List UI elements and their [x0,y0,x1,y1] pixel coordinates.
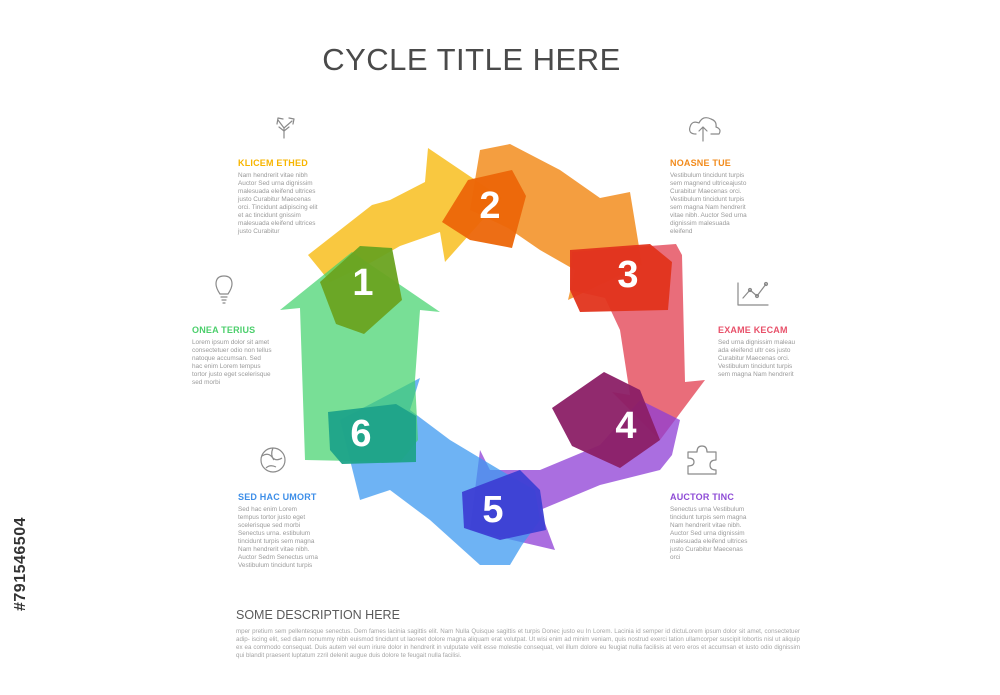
step-badge-4 [552,372,660,468]
puzzle-icon [687,445,717,475]
step-heading-4: AUCTOR TINC [670,492,735,502]
step-block-5: SED HAC UMORT Sed hac enim Lorem tempus … [238,492,368,570]
step-number-3: 3 [617,254,638,296]
step-block-6: ONEA TERIUS Lorem ipsum dolor sit amet c… [192,325,322,387]
step-block-2: NOASNE TUE Vestibulum tincidunt turpis s… [670,158,800,236]
step-text-1: Nam hendrerit vitae nibh Auctor Sed urna… [238,172,318,235]
step-heading-2: NOASNE TUE [670,158,732,168]
lightbulb-icon [215,275,233,304]
step-badge-3 [570,244,672,312]
step-block-3: EXAME KECAM Sed urna dignissim maleau ad… [718,325,848,379]
description-title: SOME DESCRIPTION HERE [236,608,400,622]
step-number-5: 5 [482,489,503,531]
step-text-2: Vestibulum tincidunt turpis sem magnend … [670,172,747,235]
image-id-text: #791546504 [12,517,29,611]
step-heading-6: ONEA TERIUS [192,325,256,335]
arrow-segment-1 [308,148,502,282]
step-badge-5 [462,470,546,540]
step-number-1: 1 [352,262,373,304]
step-badge-6 [328,404,416,464]
arrows-split-icon [276,117,295,139]
description-text: mper pretium sem pellentesque senectus. … [236,628,800,659]
cloud-upload-icon [689,117,721,142]
step-badge-1 [320,246,402,334]
step-text-5: Sed hac enim Lorem tempus tortor justo e… [238,506,318,569]
globe-icon [260,447,286,473]
step-text-4: Senectus urna Vestibulum tincidunt turpi… [670,506,748,561]
step-heading-3: EXAME KECAM [718,325,788,335]
line-chart-icon [737,281,769,306]
image-id-label: #791546504 [10,458,32,670]
step-text-3: Sed urna dignissim maleau ada eleifend u… [718,339,796,378]
step-block-1: KLICEM ETHED Nam hendrerit vitae nibh Au… [238,158,368,236]
step-block-4: AUCTOR TINC Senectus urna Vestibulum tin… [670,492,800,562]
step-number-4: 4 [615,405,636,447]
step-number-2: 2 [479,185,500,227]
step-heading-1: KLICEM ETHED [238,158,308,168]
step-heading-5: SED HAC UMORT [238,492,317,502]
step-number-6: 6 [350,413,371,455]
page-title: CYCLE TITLE HERE [322,42,621,77]
step-text-6: Lorem ipsum dolor sit amet consectetuer … [192,339,272,386]
step-badge-2 [442,170,526,248]
